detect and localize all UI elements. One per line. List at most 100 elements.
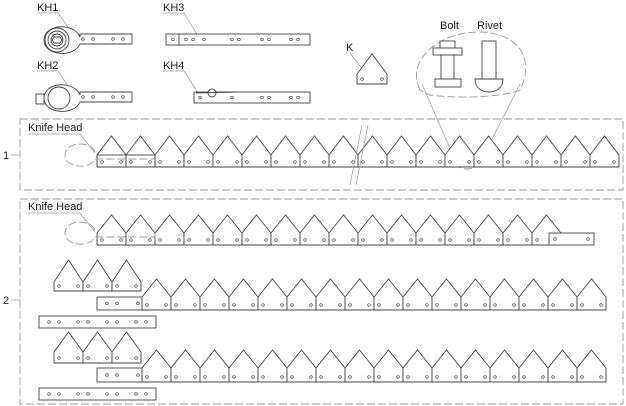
rivet-hole [448,160,452,164]
rivet-hole [174,303,178,307]
rivet-hole [390,238,394,242]
rivet-hole [506,160,510,164]
knife-section [96,214,127,246]
rivet-hole [198,95,202,100]
rivet-hole [319,375,323,379]
rivet-hole [57,356,61,360]
knife-section [415,214,446,246]
rivet-hole [493,375,497,379]
rivet-hole [454,375,458,379]
rivet-hole [129,238,133,242]
rivet-hole [230,37,234,42]
knife-section [299,135,330,168]
rivet-hole [264,238,268,242]
knife-section [502,214,533,246]
rivet-hole [551,375,555,379]
rivet-hole [361,160,365,164]
rivet-hole [115,392,119,396]
rivet-hole [105,392,109,396]
knife-section [199,278,230,311]
rivet-hole [512,303,516,307]
rivet-hole [174,375,178,379]
rivet-hole [348,303,352,307]
knife-section [415,135,446,168]
knife-section [473,135,504,168]
assembly-1-number: 1 [3,150,9,162]
rivet-hole [522,303,526,307]
rivet-hole [419,238,423,242]
bolt-shank [440,54,455,80]
rivet-hole [586,237,590,241]
rivet-hole [76,320,80,324]
rivet-hole [570,375,574,379]
knife-section [270,135,301,168]
rivet-hole [525,238,529,242]
callout-bubble [416,31,527,98]
knife-section [589,135,620,168]
rivet-hole [187,160,191,164]
knife-section [257,278,288,311]
rivet-hole [105,356,109,360]
knife-section [402,278,433,311]
knife-section [576,349,607,383]
drawing-layer [35,26,620,401]
rivet-hole [612,160,616,164]
knife-section [241,214,272,246]
rivet-hole [261,303,265,307]
rivet-hole [245,238,249,242]
rivet-hole [367,303,371,307]
rivet-hole [164,303,168,307]
rivet-hole [303,160,307,164]
rivet-hole [435,303,439,307]
rivet-hole [553,237,557,241]
rivet-hole [57,320,61,324]
rivet-hole [134,392,138,396]
rivet-hole [396,375,400,379]
rivet-hole [86,356,90,360]
rivet-hole [583,160,587,164]
rivet-hole [293,160,297,164]
rivet-hole [76,284,80,288]
rivet-hole [322,160,326,164]
rivet-hole [551,303,555,307]
knife-section [444,214,475,246]
knife-section [357,135,388,168]
rivet-hole [425,303,429,307]
knife-section [53,331,84,364]
knife-section [125,214,156,246]
knife-section [460,349,491,383]
rivet-hole [580,375,584,379]
knife-section [299,214,330,246]
knife-section [82,331,113,364]
knife-section [576,278,607,311]
assembly-2-knife-head-ghost [64,221,156,245]
rivet-hole [506,238,510,242]
knife-head-kh2 [43,84,133,112]
rivet-hole [467,160,471,164]
rivet-hole [467,238,471,242]
rivet-hole [177,238,181,242]
rivet-hole [599,375,603,379]
kh1-bearing-ring [47,30,67,50]
rivet-hole [280,303,284,307]
rivet-hole [290,303,294,307]
knife-section [373,349,404,383]
rivet-hole [111,37,115,41]
rivet-hole [332,238,336,242]
knife-section [460,278,491,311]
rivet-hole [274,238,278,242]
label-bolt: Bolt [440,20,459,32]
assembly-1-knife-head-ghost [64,143,155,167]
rivet-hole [187,238,191,242]
bolt-nut-top [439,40,456,49]
rivet-hole [100,238,104,242]
rivet-hole [535,160,539,164]
knife-section [386,214,417,246]
knife-back-bar [548,232,595,246]
rivet-hole [121,37,125,41]
rivet-hole [409,160,413,164]
rivet-hole [338,375,342,379]
rivet-hole [164,375,168,379]
rivet-hole [184,37,188,42]
kh1-bearing-ring [44,27,70,53]
